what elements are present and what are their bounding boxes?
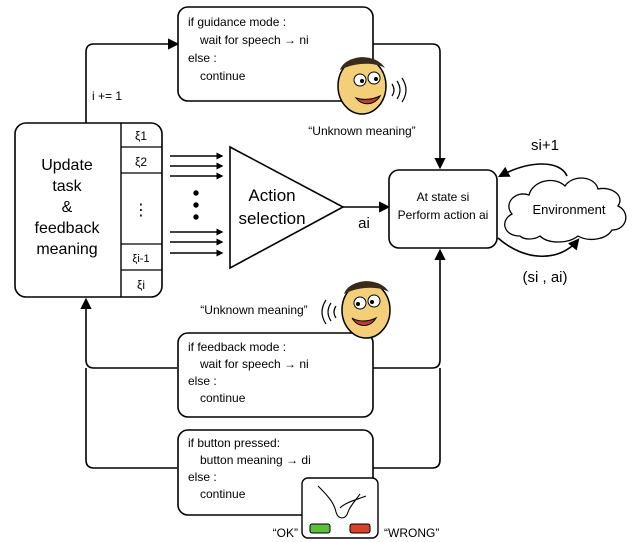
next-state-arrow: [498, 163, 568, 178]
update-box: Update task & feedback meaning: [14, 122, 163, 298]
button-line-3: else :: [188, 470, 217, 484]
update-line-2: task: [52, 178, 82, 195]
button-line-1: if button pressed:: [188, 436, 280, 450]
update-line-1: Update: [41, 157, 93, 174]
speaking-face-bottom-icon: [321, 281, 391, 339]
feedback-line-1: if feedback mode :: [188, 340, 286, 354]
guidance-line-1: if guidance mode :: [188, 15, 286, 29]
next-state-label: si+1: [531, 137, 559, 154]
state-line-2: Perform action ai: [398, 208, 489, 222]
ok-button-icon: [309, 523, 331, 534]
feedback-line-2: wait for speech → ni: [199, 357, 309, 371]
environment-cloud: Environment: [504, 177, 627, 243]
unknown-meaning-bottom: “Unknown meaning”: [200, 303, 307, 317]
right-loop: [373, 43, 446, 469]
action-selection-line-1: Action: [248, 186, 295, 205]
guidance-line-3: else :: [188, 51, 217, 65]
ok-label: “OK”: [273, 526, 298, 540]
action-output-label: ai: [358, 215, 370, 232]
update-line-3: &: [62, 199, 73, 216]
unknown-meaning-top: “Unknown meaning”: [308, 124, 415, 138]
xi-cell-3: ξi-1: [132, 253, 149, 265]
xi-cell-1: ξ1: [135, 129, 147, 143]
feedback-line-3: else :: [188, 374, 217, 388]
state-action-arrow: [497, 237, 580, 258]
parallel-arrows: [170, 152, 224, 257]
wrong-button-icon: [349, 523, 371, 534]
xi-cell-ellipsis: ⋮: [133, 202, 149, 219]
xi-cell-4: ξi: [137, 278, 145, 292]
feedback-box: if feedback mode : wait for speech → ni …: [177, 332, 374, 418]
state-box: At state si Perform action ai: [388, 169, 498, 249]
button-line-2: button meaning → di: [200, 453, 311, 467]
environment-label: Environment: [533, 202, 606, 217]
action-selection: Action selection: [229, 145, 345, 270]
guidance-line-2: wait for speech → ni: [199, 33, 309, 47]
state-action-label: (si , ai): [523, 269, 568, 286]
speaking-face-top-icon: [337, 57, 407, 115]
guidance-line-4: continue: [200, 69, 246, 83]
wrong-label: “WRONG”: [384, 526, 439, 540]
button-line-4: continue: [200, 487, 246, 501]
button-press-illustration: [301, 477, 379, 539]
hand-icon: [317, 485, 367, 519]
counter-label: i += 1: [92, 89, 122, 103]
guidance-box: if guidance mode : wait for speech → ni …: [177, 6, 374, 102]
state-line-1: At state si: [417, 190, 470, 204]
feedback-line-4: continue: [200, 391, 246, 405]
xi-column: ξ1 ξ2 ⋮ ξi-1 ξi: [120, 123, 162, 297]
update-line-5: meaning: [36, 241, 97, 258]
update-line-4: feedback: [35, 220, 101, 237]
action-selection-line-2: selection: [238, 209, 305, 228]
xi-cell-2: ξ2: [135, 155, 147, 169]
left-loop: [80, 38, 180, 469]
